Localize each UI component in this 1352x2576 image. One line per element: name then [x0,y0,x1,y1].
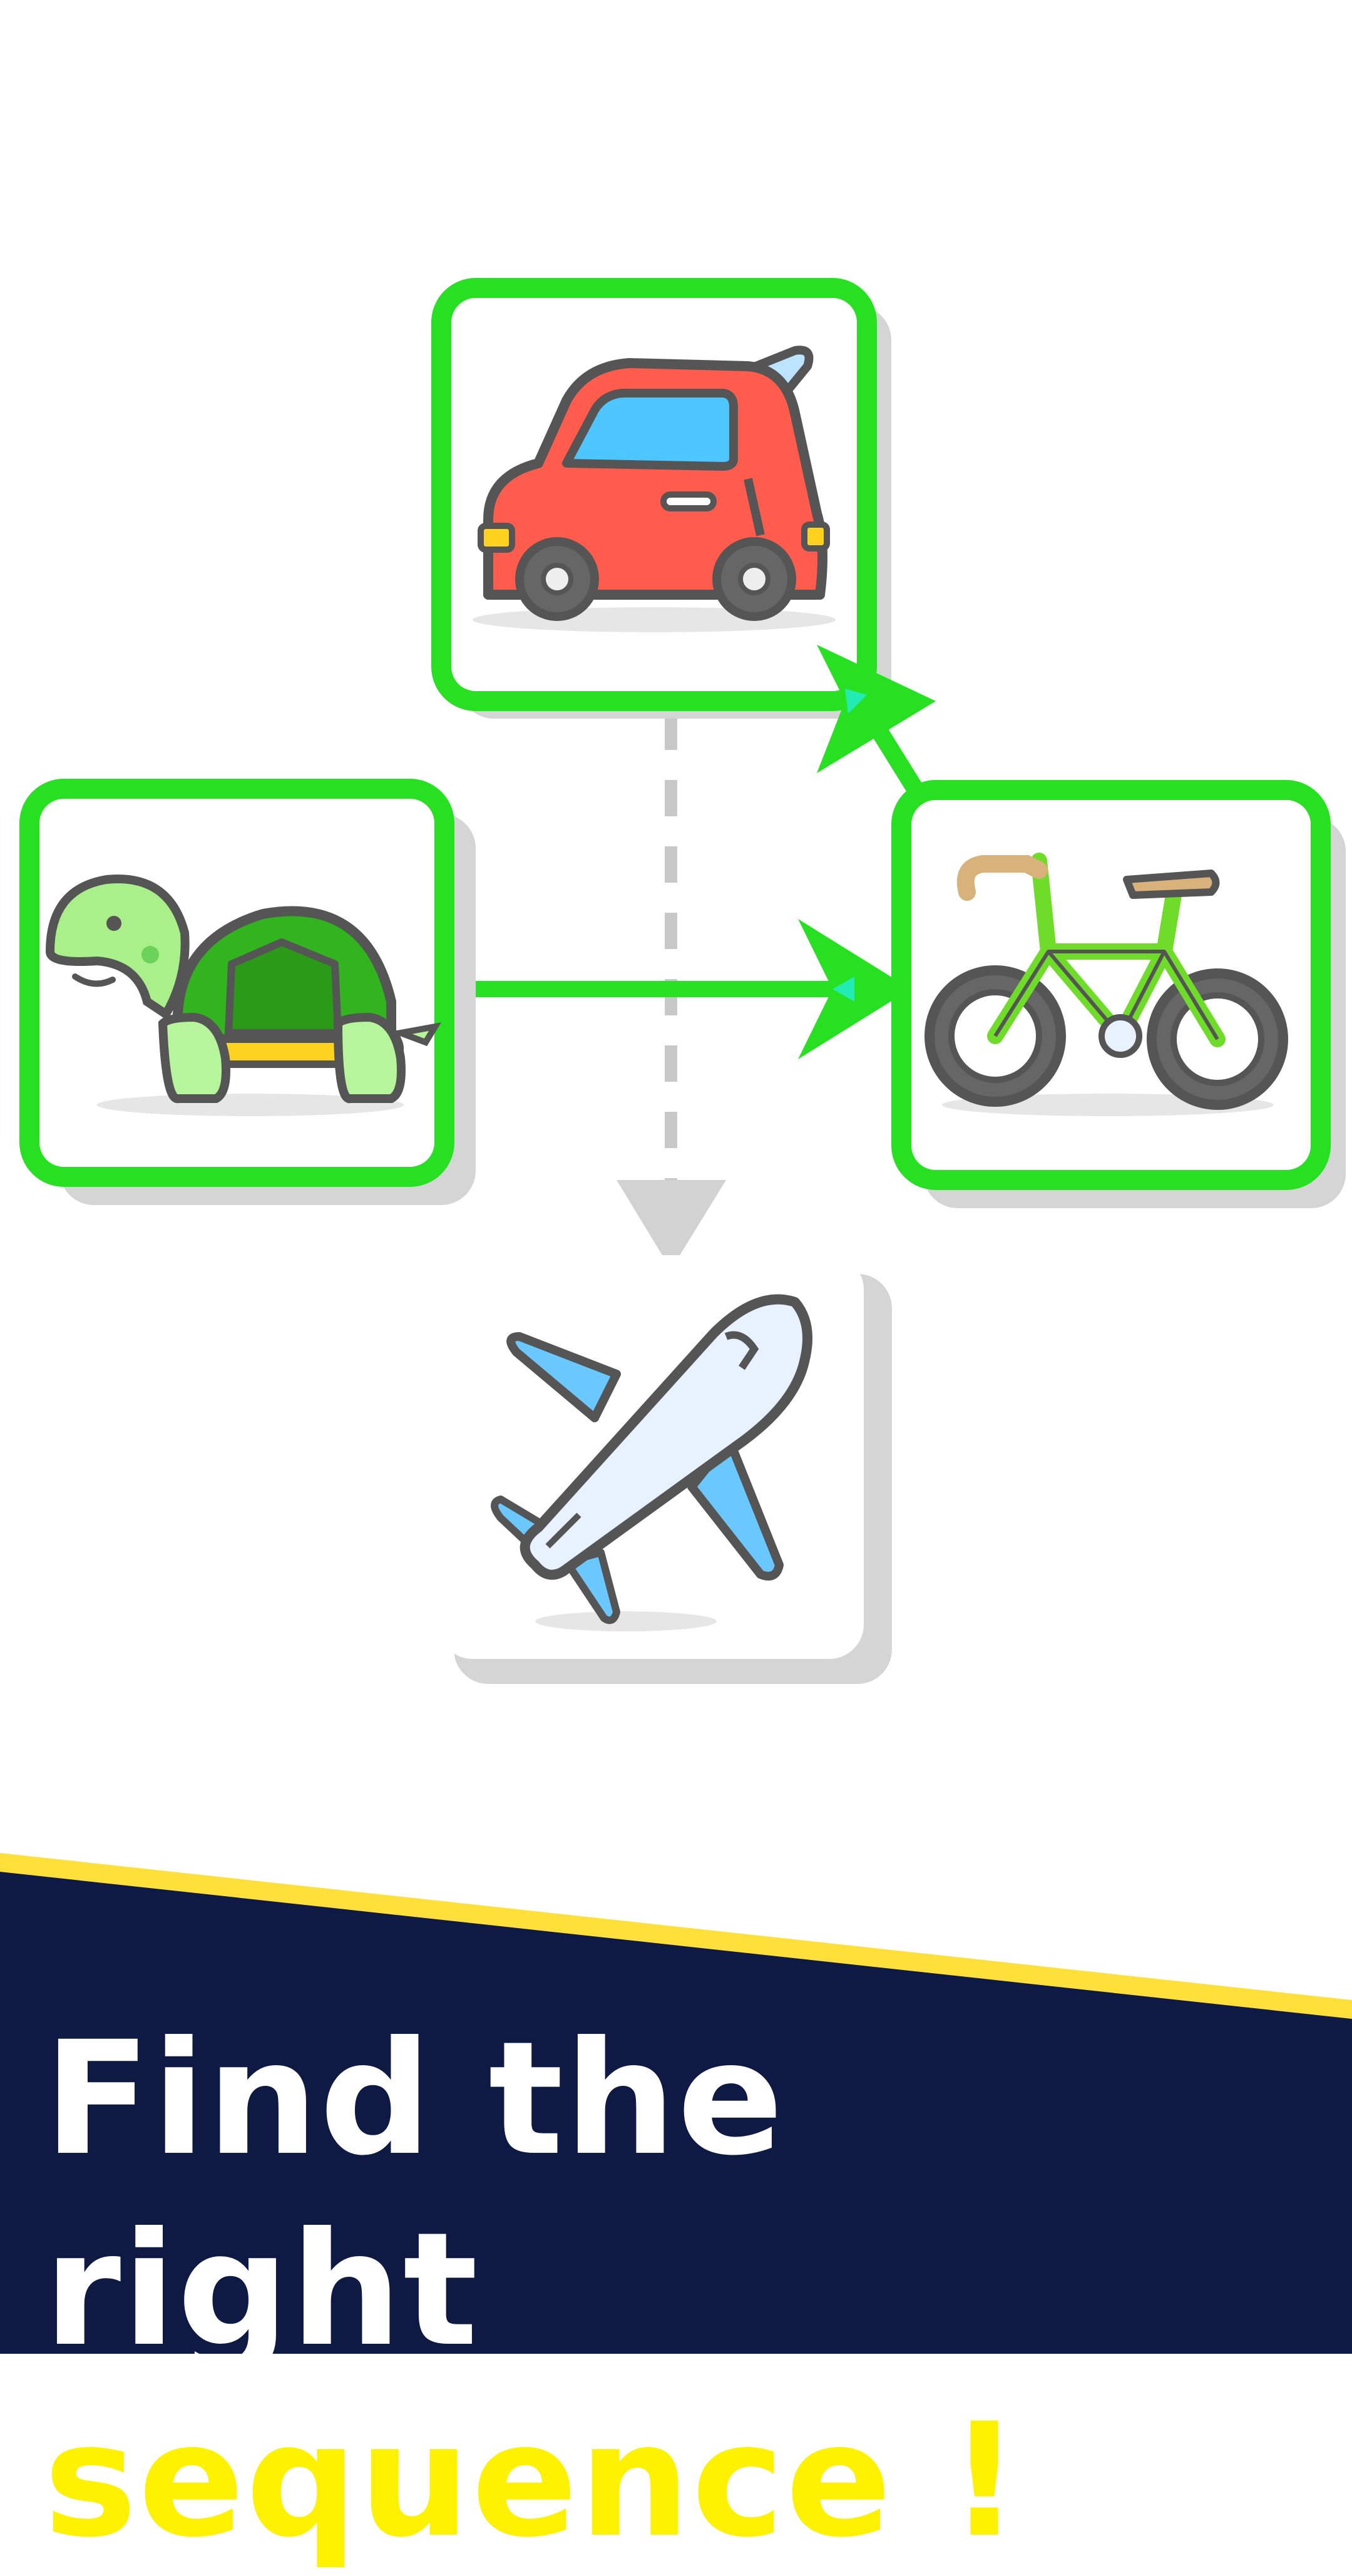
connector-turtle-to-bicycle [451,919,911,1059]
car-icon [473,346,836,632]
card-turtle[interactable] [19,779,476,1205]
card-bicycle[interactable] [891,780,1346,1208]
airplane-icon [491,1294,812,1631]
hint-connector-car-to-airplane [617,714,726,1270]
turtle-icon [45,875,441,1116]
bicycle-icon [924,853,1288,1116]
connector-bicycle-to-car [817,645,936,797]
caption-highlight: sequence ! [44,2389,1022,2572]
caption-line-1: Find the [44,2008,785,2190]
card-car[interactable] [431,278,891,719]
caption-word-right: right [44,2199,479,2381]
promo-banner [0,1853,1352,2354]
promo-caption: Find the right sequence ! [44,2003,1333,2576]
puzzle-board [0,278,1352,2354]
caption-line-2: right sequence ! [44,2194,1333,2576]
card-airplane[interactable] [438,1255,892,1684]
